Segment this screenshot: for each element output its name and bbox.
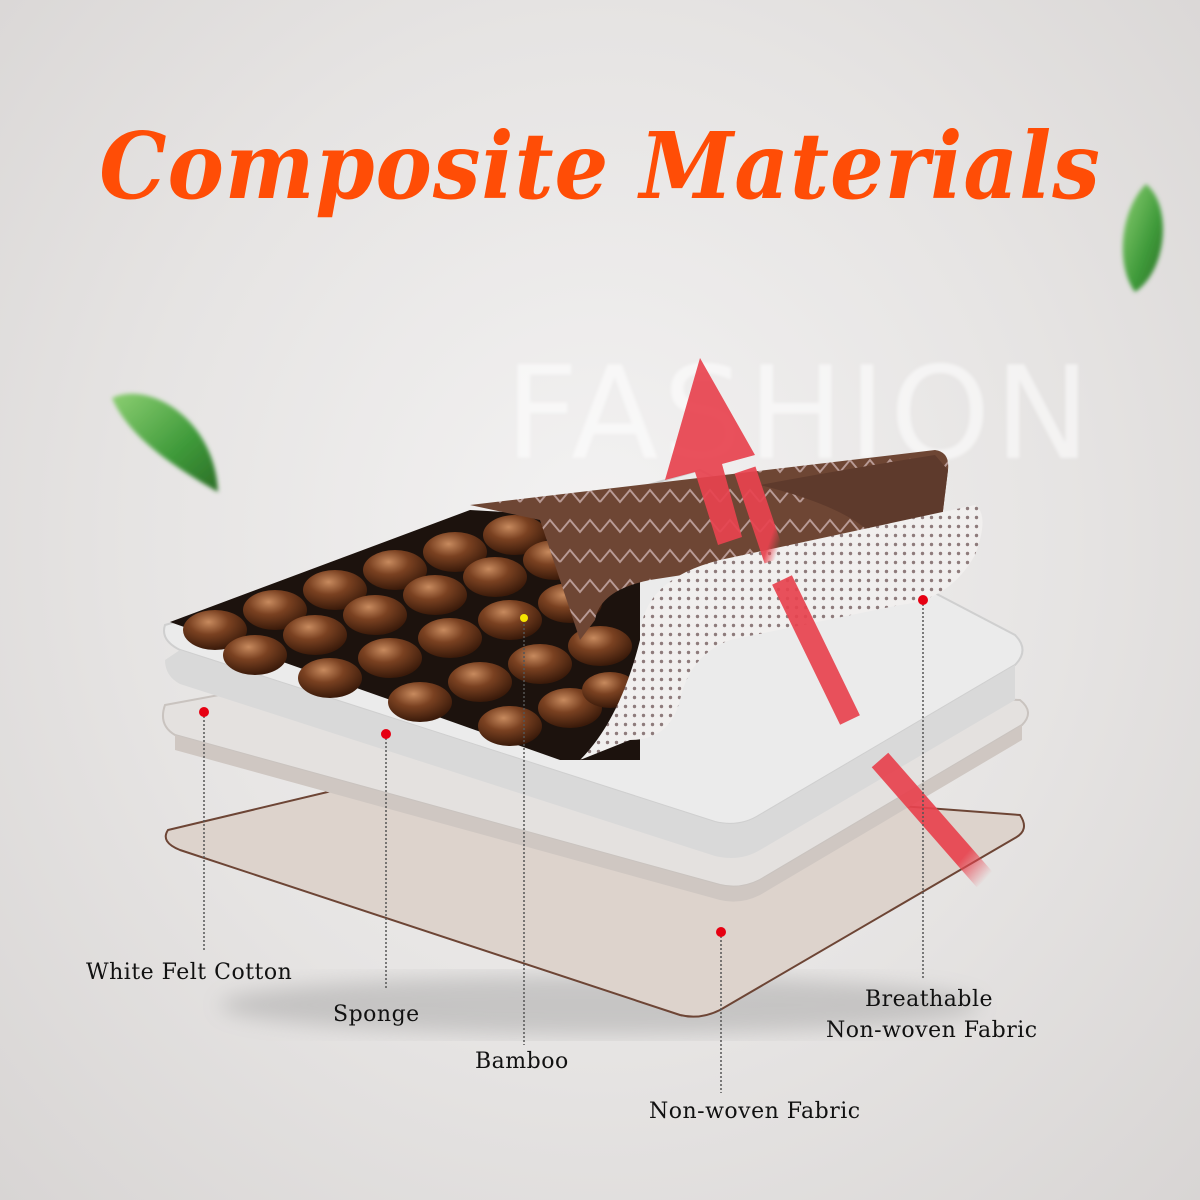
breathable-fabric-sheet <box>580 505 983 760</box>
label-breathable-non-woven-fabric: Breathable Non-woven Fabric <box>826 984 1038 1046</box>
marker-dot <box>199 707 209 717</box>
label-non-woven-fabric: Non-woven Fabric <box>649 1099 861 1124</box>
leaf-icon <box>112 393 218 492</box>
label-bamboo: Bamboo <box>475 1049 569 1074</box>
fashion-watermark: FASHION <box>505 340 1095 489</box>
label-white-felt-cotton: White Felt Cotton <box>86 960 293 985</box>
marker-dot <box>520 614 528 622</box>
marker-dot <box>716 927 726 937</box>
label-sponge: Sponge <box>333 1002 420 1027</box>
label-line-1: Breathable <box>864 987 994 1012</box>
bamboo-bead-layer <box>170 510 640 760</box>
page-title: Composite Materials <box>99 112 1101 220</box>
arrow-up-icon <box>665 358 994 888</box>
marker-dot <box>381 729 391 739</box>
leaf-icon <box>1122 184 1163 292</box>
marker-dot <box>918 595 928 605</box>
label-line-2: Non-woven Fabric <box>826 1018 1038 1043</box>
